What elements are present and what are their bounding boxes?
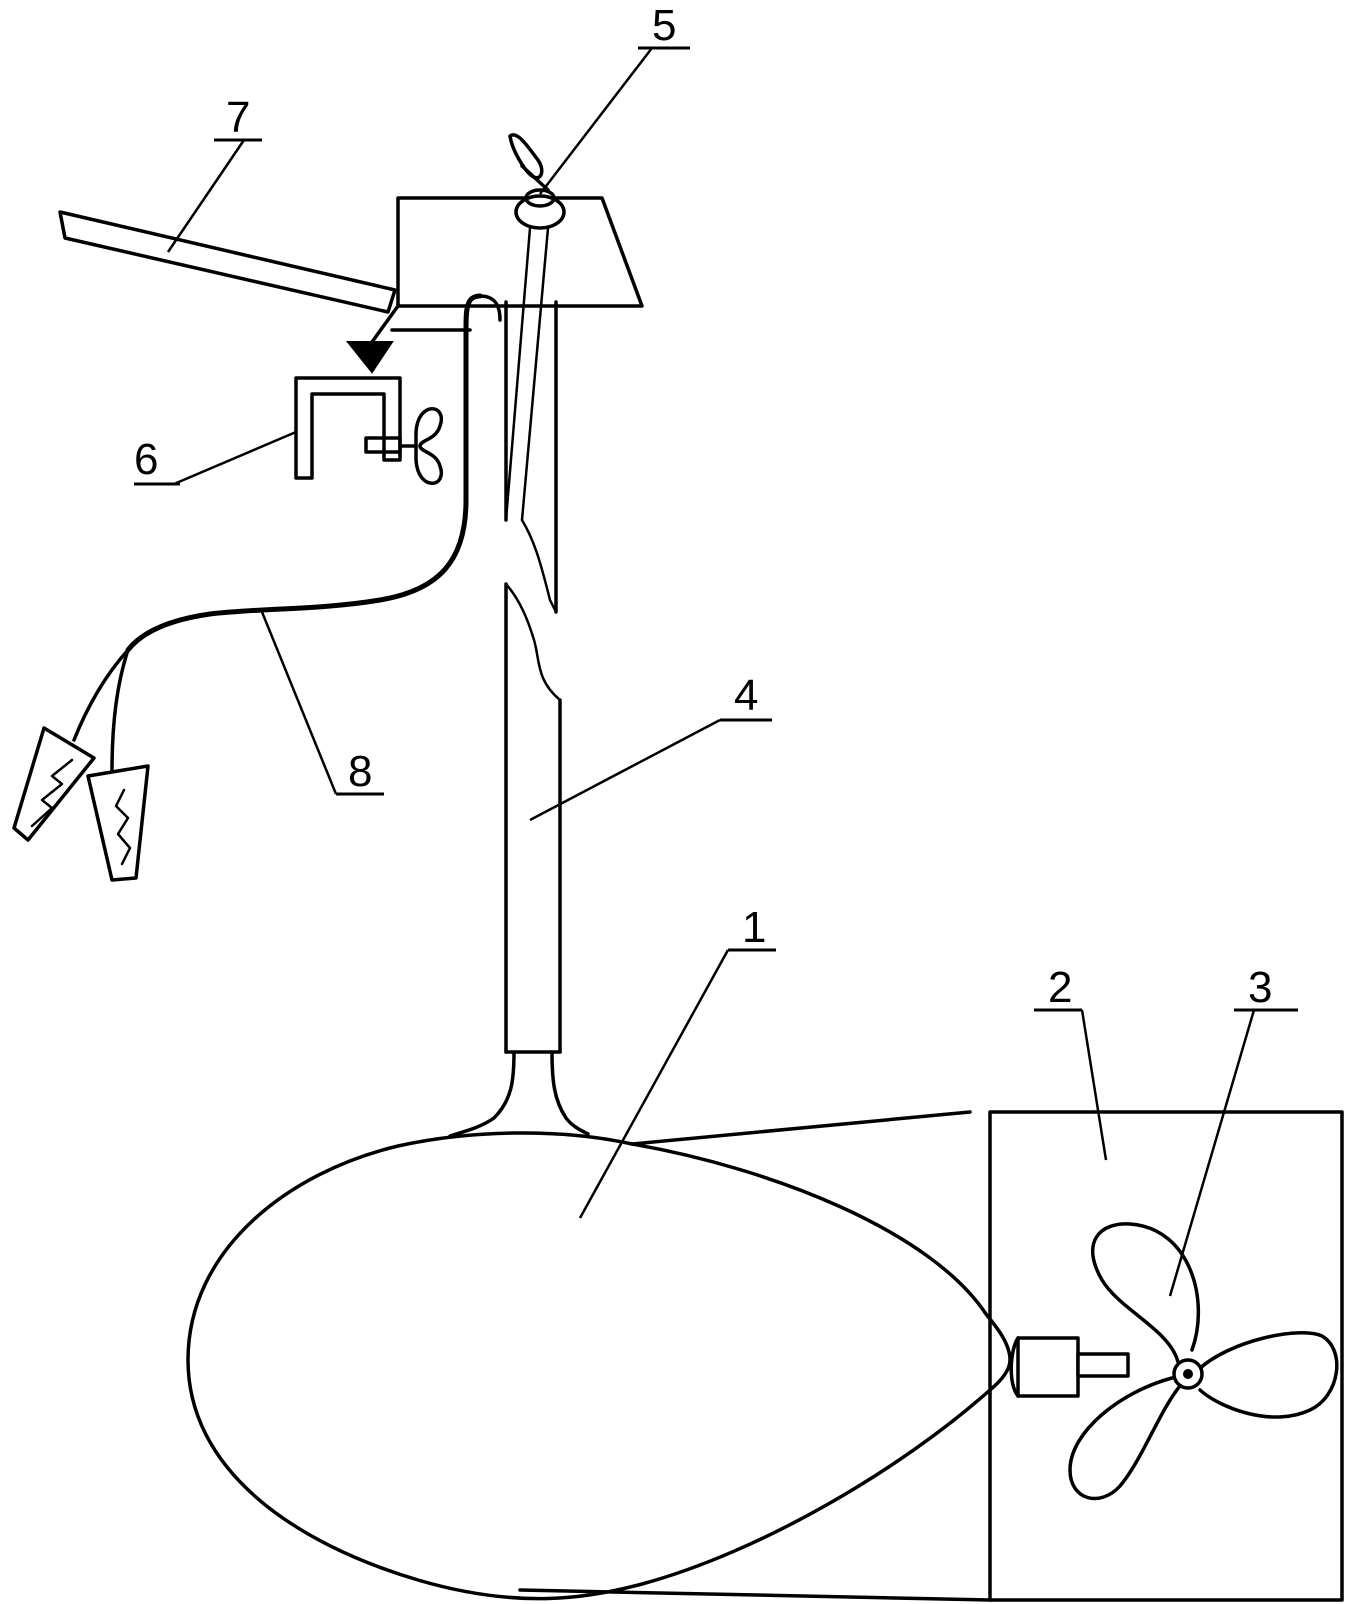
callout-label-5: 5 xyxy=(652,1,676,50)
callout-label-8: 8 xyxy=(348,747,372,796)
control-rod xyxy=(504,226,550,522)
callout-2: 2 xyxy=(1034,963,1108,1161)
motor-shaft xyxy=(448,300,590,1138)
power-cable xyxy=(72,293,502,772)
drive-coupling xyxy=(1009,1336,1130,1398)
callout-label-2: 2 xyxy=(1048,963,1072,1012)
crocodile-clip-left xyxy=(12,726,96,842)
callout-label-7: 7 xyxy=(226,93,250,142)
callout-label-1: 1 xyxy=(742,903,766,952)
motor-body xyxy=(186,1131,1012,1601)
callout-3: 3 xyxy=(1168,963,1298,1297)
tiller-handle xyxy=(58,210,397,314)
callout-4: 4 xyxy=(529,671,772,822)
callout-label-4: 4 xyxy=(734,671,758,720)
callout-label-3: 3 xyxy=(1248,963,1272,1012)
callout-8: 8 xyxy=(260,611,384,796)
callout-5: 5 xyxy=(539,1,690,195)
callout-6: 6 xyxy=(134,430,297,486)
propeller xyxy=(1068,1222,1339,1501)
callout-7: 7 xyxy=(166,93,262,253)
callout-1: 1 xyxy=(578,903,776,1219)
propeller-shroud xyxy=(518,1110,1344,1602)
callout-label-6: 6 xyxy=(134,435,158,484)
mounting-clamp xyxy=(294,304,472,485)
crocodile-clip-right xyxy=(86,764,150,882)
throttle-knob xyxy=(508,133,566,230)
